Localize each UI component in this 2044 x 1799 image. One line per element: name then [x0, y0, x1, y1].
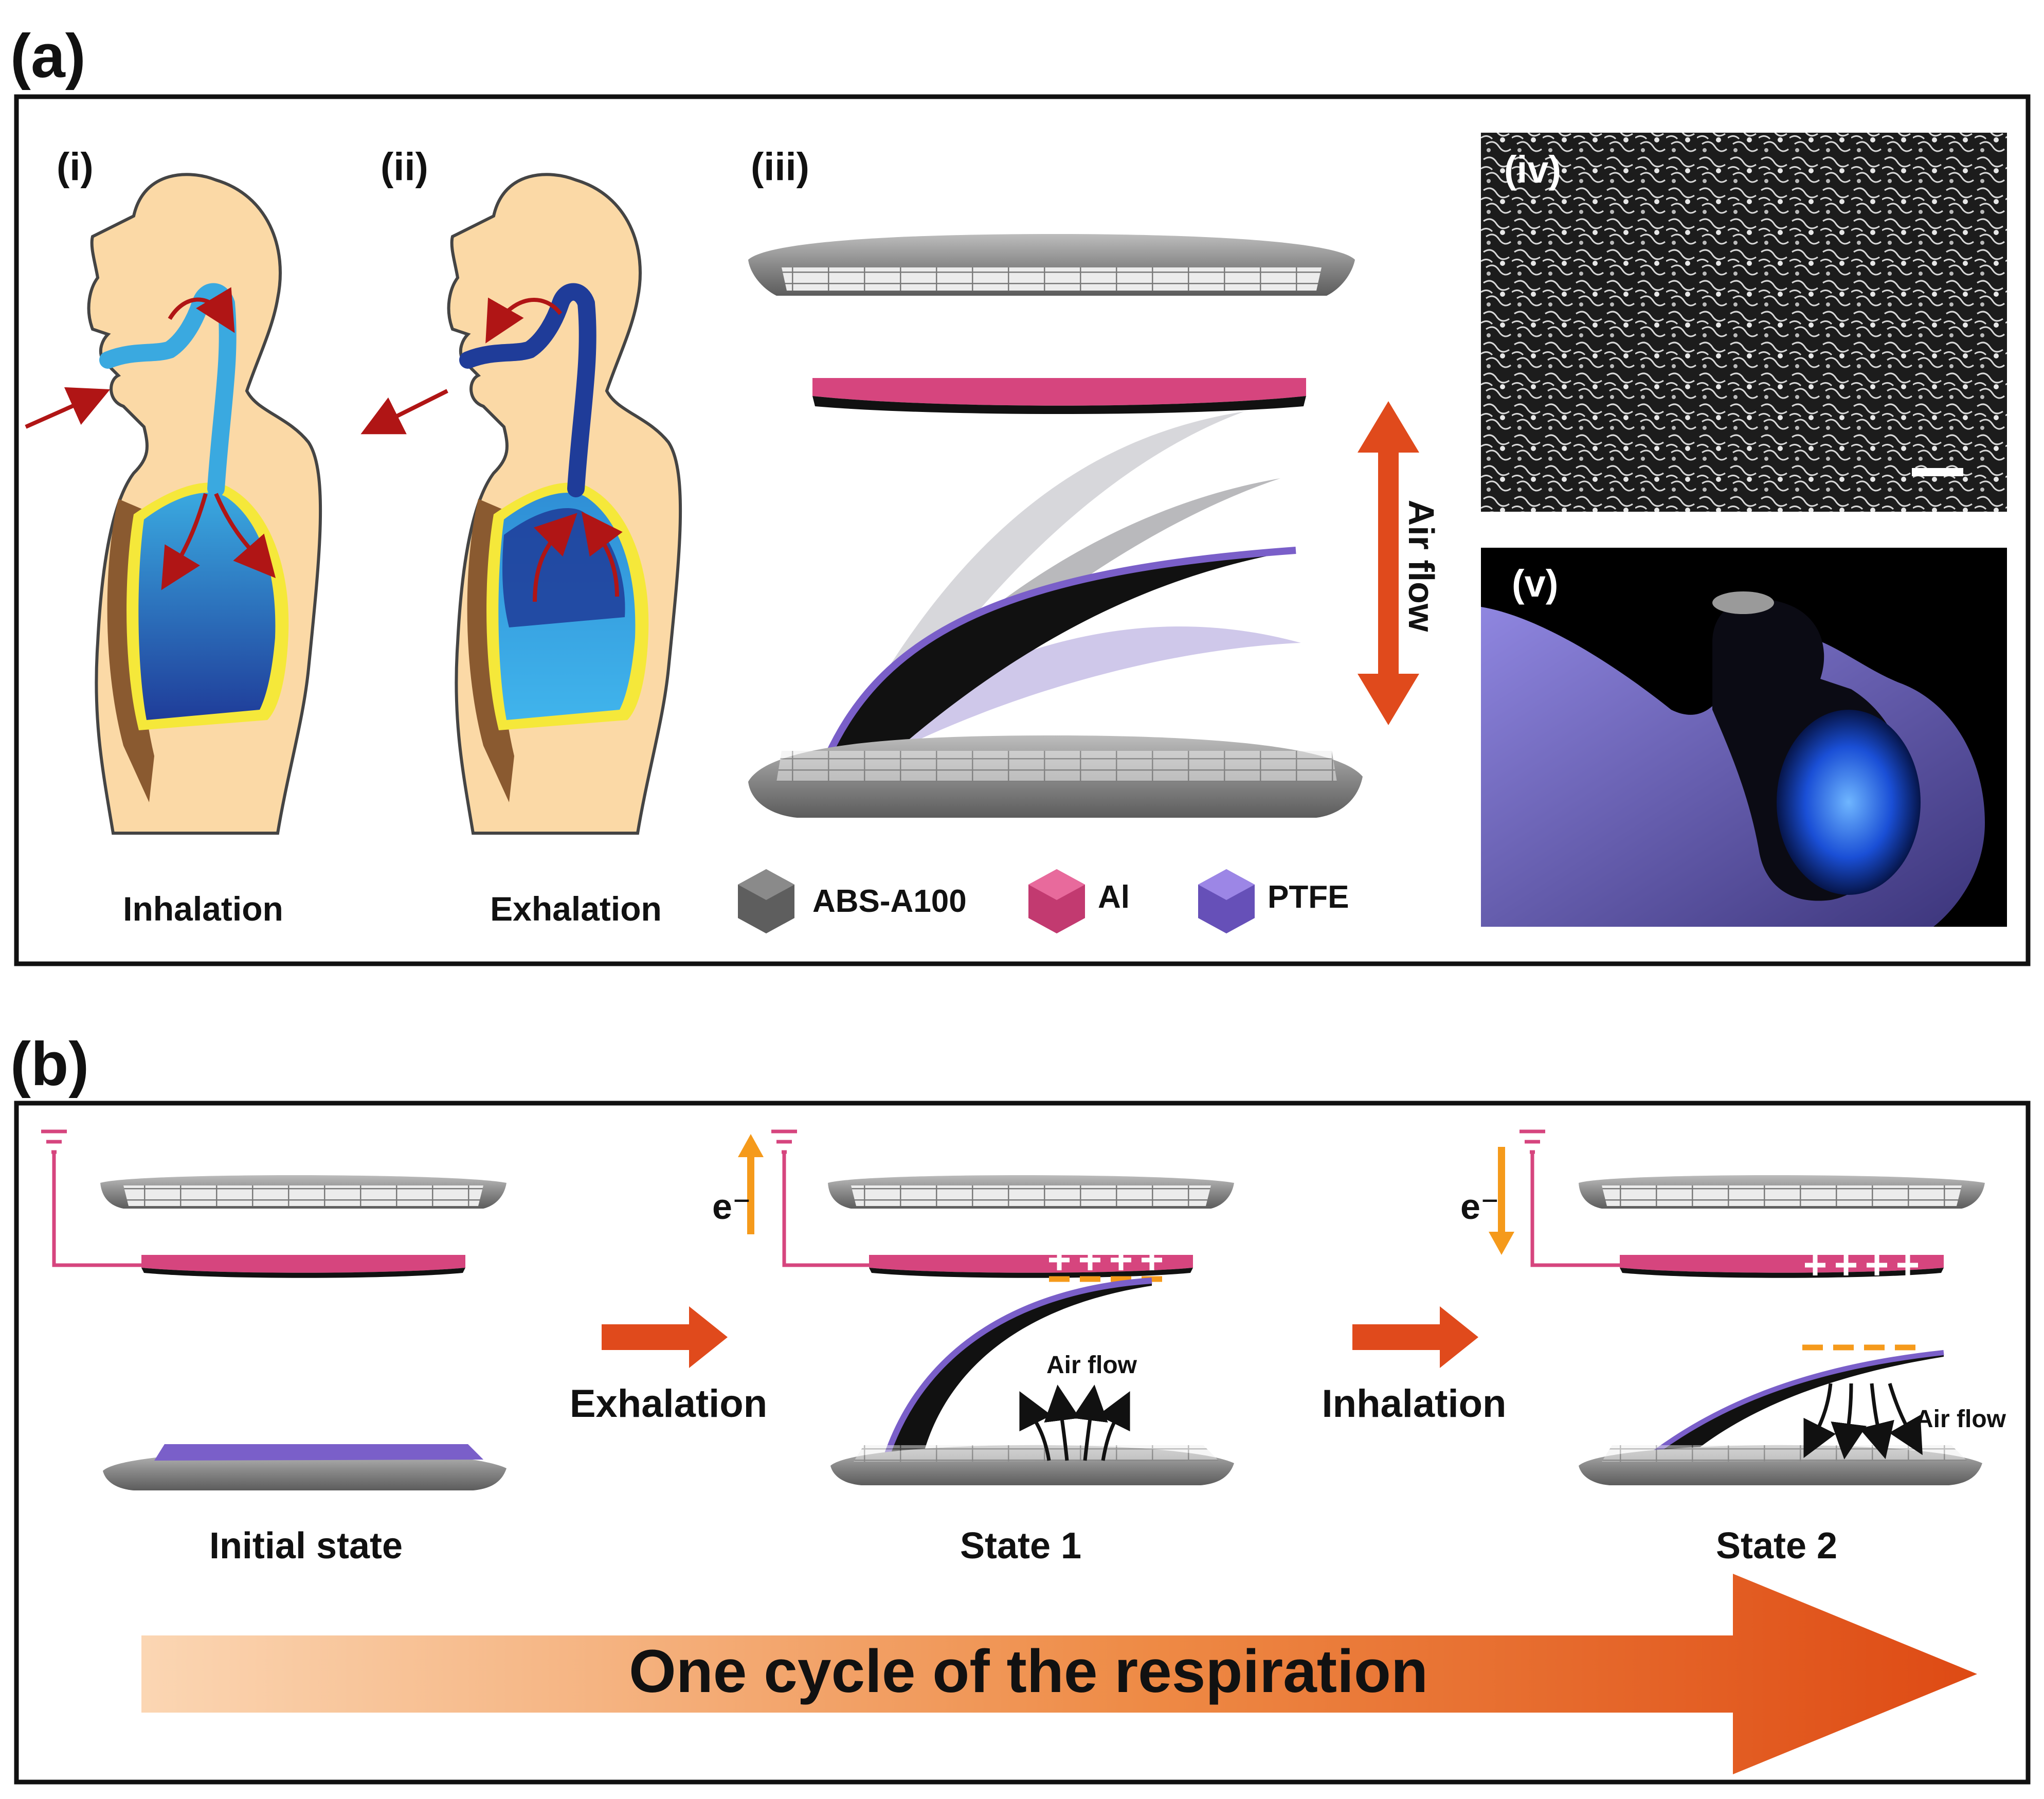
label-exhalation-step: Exhalation — [570, 1382, 767, 1426]
sub-label-i: (i) — [57, 145, 94, 189]
sub-label-iii: (iii) — [751, 145, 809, 189]
caption-state1: State 1 — [960, 1525, 1081, 1567]
positive-charges-1 — [1049, 1250, 1162, 1270]
airflow-arrow — [1358, 401, 1419, 725]
electron-label-2: e⁻ — [1460, 1186, 1499, 1227]
device-exploded-view — [748, 234, 1363, 818]
legend-label-abs: ABS-A100 — [812, 884, 967, 919]
respiration-cycle-arrow — [141, 1574, 1977, 1774]
legend-item-abs: ABS-A100 — [738, 869, 967, 933]
panel-a-frame — [14, 94, 2031, 966]
airflow-arrows-down — [1803, 1382, 1923, 1460]
sub-label-ii: (ii) — [381, 145, 428, 189]
caption-state2: State 2 — [1716, 1525, 1837, 1567]
caption-inhalation: Inhalation — [123, 890, 283, 928]
airflow-label-state1: Air flow — [1046, 1352, 1137, 1379]
sub-label-v: (v) — [1512, 562, 1558, 605]
scale-bar — [1912, 468, 1963, 476]
inhalation-figure — [25, 173, 322, 835]
label-inhalation-step: Inhalation — [1322, 1382, 1507, 1426]
airflow-label: Air flow — [1401, 500, 1441, 632]
transition-arrow-1 — [602, 1306, 728, 1368]
electron-label-1: e⁻ — [712, 1186, 751, 1227]
legend-item-ptfe: PTFE — [1198, 869, 1349, 933]
state2-device: e⁻ Air flow — [1460, 1129, 2006, 1485]
initial-state-device — [41, 1129, 507, 1490]
sub-label-iv: (iv) — [1504, 148, 1561, 191]
positive-charges-2 — [1805, 1255, 1918, 1275]
device-render-image: (v) — [1481, 548, 2007, 927]
cycle-label: One cycle of the respiration — [629, 1638, 1428, 1705]
material-legend: ABS-A100 Al PTFE — [738, 869, 1349, 933]
panel-a-label: (a) — [10, 22, 86, 91]
exhalation-figure — [360, 173, 682, 835]
legend-item-al: Al — [1028, 869, 1130, 933]
state1-device: e⁻ Air flow — [712, 1129, 1234, 1485]
airflow-label-state2: Air flow — [1915, 1406, 2006, 1433]
legend-label-al: Al — [1098, 879, 1130, 915]
transition-arrow-2 — [1352, 1306, 1478, 1368]
panel-b-label: (b) — [10, 1030, 89, 1099]
legend-label-ptfe: PTFE — [1268, 879, 1349, 915]
sem-image: (iv) — [1481, 133, 2007, 512]
caption-exhalation: Exhalation — [490, 890, 662, 928]
caption-initial-state: Initial state — [209, 1525, 403, 1567]
airflow-arrows-up — [1019, 1384, 1130, 1461]
glowing-lung — [1777, 710, 1921, 895]
panel-b-frame — [14, 1101, 2031, 1785]
